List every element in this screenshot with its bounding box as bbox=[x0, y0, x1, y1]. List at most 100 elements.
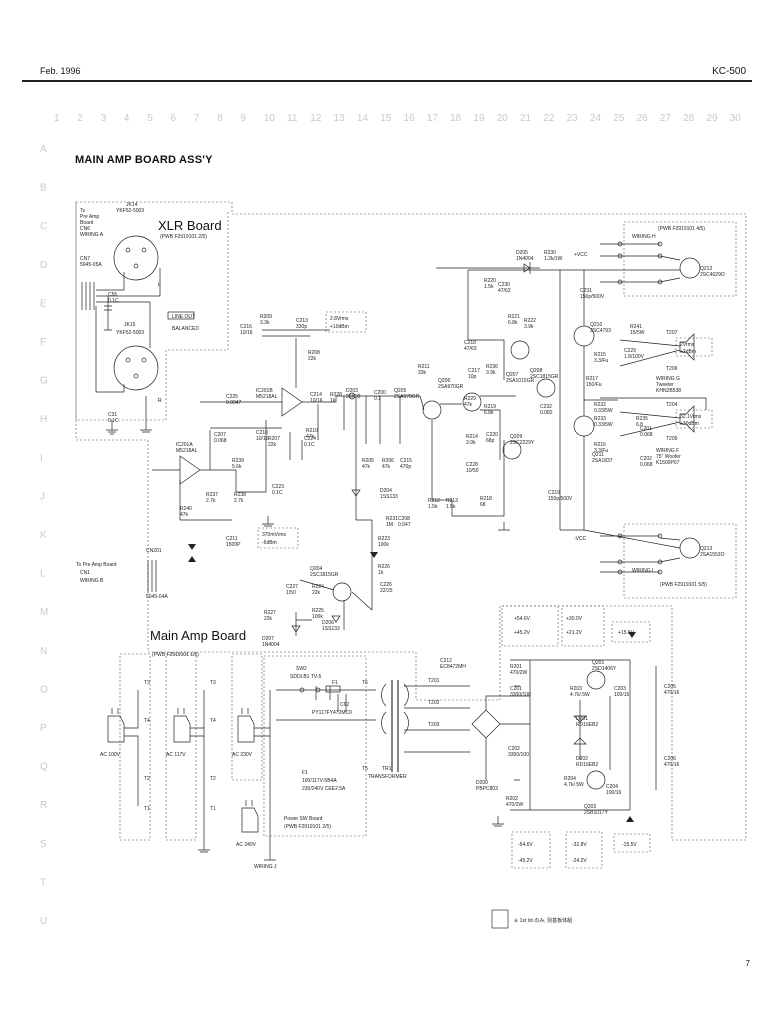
board-outlines bbox=[75, 201, 747, 869]
component-ref: C210 bbox=[256, 430, 268, 436]
component-value: 2SD1406Y bbox=[592, 666, 617, 672]
component-value: 0.33/5W bbox=[594, 408, 613, 414]
grid-col-18: 18 bbox=[450, 113, 462, 124]
component-ref: R220 bbox=[484, 278, 496, 284]
component-ref: C202 bbox=[640, 456, 652, 462]
terminal-t2-a: T2 bbox=[144, 776, 150, 782]
level-10dbm: +10dBm bbox=[330, 324, 349, 330]
component-ref: C213 bbox=[296, 318, 308, 324]
component-ref: C204 bbox=[606, 784, 618, 790]
vcc-minus-label: -VCC bbox=[574, 536, 587, 542]
grid-col-3: 3 bbox=[101, 113, 107, 124]
component-ref: C208 bbox=[398, 516, 410, 522]
component-ref: C219 bbox=[548, 490, 560, 496]
component-value: 47k bbox=[464, 402, 473, 408]
component-ref: R204 bbox=[564, 776, 576, 782]
woofer-level-vrms: 32.1Vrms bbox=[680, 414, 702, 420]
f1-ref: F1 bbox=[332, 680, 338, 686]
grid-col-6: 6 bbox=[171, 113, 177, 124]
component-value: 1500P bbox=[226, 542, 241, 548]
component-value: 0.082 bbox=[540, 410, 553, 416]
component-ref: Q212 bbox=[700, 266, 712, 272]
cn7-part: 5045-05A bbox=[80, 262, 102, 268]
grid-col-29: 29 bbox=[706, 113, 718, 124]
component-ref: R215 bbox=[594, 352, 606, 358]
grid-col-10: 10 bbox=[264, 113, 276, 124]
component-value: 470/16 bbox=[664, 762, 680, 768]
component-value: 0.1C bbox=[304, 442, 315, 448]
grid-row-J: J bbox=[40, 491, 45, 502]
grid-col-17: 17 bbox=[427, 113, 439, 124]
wiring bbox=[81, 235, 707, 861]
grid-row-U: U bbox=[40, 916, 47, 927]
component-ref: R206 bbox=[382, 458, 394, 464]
tr1-type: TRANSFORMER bbox=[368, 774, 407, 780]
component-value: 100k bbox=[312, 614, 323, 620]
component-value: 4.7k/.5W bbox=[564, 782, 584, 788]
component-value: 0.068 bbox=[214, 438, 227, 444]
component-value: 0.068 bbox=[640, 462, 653, 468]
component-value: 1.5k bbox=[428, 504, 438, 510]
c31-val: 0.1C bbox=[108, 418, 119, 424]
c55-val: 0.1C bbox=[108, 298, 119, 304]
component-ref: C201 bbox=[640, 426, 652, 432]
component-ref: Q207 bbox=[506, 372, 518, 378]
grid-row-T: T bbox=[40, 877, 46, 888]
component-ref: C228 bbox=[466, 462, 478, 468]
component-ref: Q210 bbox=[590, 322, 602, 328]
component-ref: C226 bbox=[380, 582, 392, 588]
component-value: RD16EB2 bbox=[576, 762, 598, 768]
grid-col-22: 22 bbox=[543, 113, 555, 124]
cn201-ref: CN201 bbox=[146, 548, 162, 554]
grid-row-R: R bbox=[40, 800, 47, 811]
component-value: 25K30 bbox=[346, 394, 361, 400]
component-ref: C216 bbox=[240, 324, 252, 330]
component-ref: R241 bbox=[630, 324, 642, 330]
component-value: 0.1 bbox=[374, 396, 381, 402]
volt-neg-24-2: -24.2V bbox=[572, 858, 587, 864]
component-value: 150/Fu bbox=[586, 382, 602, 388]
grid-col-23: 23 bbox=[567, 113, 579, 124]
to-pre-amp-line-1: To bbox=[80, 208, 86, 214]
component-value: M5218AL bbox=[256, 394, 278, 400]
component-value: 6.8k bbox=[508, 320, 518, 326]
power-sw-board-pwb: (PWB F2919101 2/5) bbox=[284, 824, 331, 830]
component-value: 5.6k bbox=[232, 464, 242, 470]
sw2-part: SDDLB1 TV-5 bbox=[290, 674, 322, 680]
component-ref: Q208 bbox=[530, 368, 542, 374]
component-value: 2SC1815GR bbox=[310, 572, 339, 578]
component-ref: C231 bbox=[580, 288, 592, 294]
component-value: EC8472MH bbox=[440, 664, 466, 670]
grid-col-20: 20 bbox=[497, 113, 509, 124]
header-model: KC-500 bbox=[712, 66, 746, 77]
component-value: PBPC803 bbox=[476, 786, 498, 792]
component-value: 150p/500V bbox=[580, 294, 605, 300]
grid-row-C: C bbox=[40, 221, 47, 232]
component-ref: Q202 bbox=[584, 804, 596, 810]
component-ref: IC201A bbox=[176, 442, 193, 448]
xlr-labels: To Pre Amp Board CN6 WIRING A JK14 YKF52… bbox=[80, 202, 199, 424]
level-6dbm: -6dBm bbox=[262, 540, 277, 546]
component-ref: R225 bbox=[312, 608, 324, 614]
component-value: 2SA970GR bbox=[438, 384, 464, 390]
terminal-t1-a: T1 bbox=[144, 806, 150, 812]
component-ref: R212 bbox=[428, 498, 440, 504]
legend: ※ 1st lot のみ, 別基板体組 bbox=[491, 909, 572, 929]
component-ref: R203 bbox=[570, 686, 582, 692]
ac-100v-label: AC 100V bbox=[100, 752, 121, 758]
component-value: 6.8 bbox=[636, 422, 643, 428]
to-pre-amp-b-line-3: WIRING B bbox=[80, 578, 104, 584]
component-value: 100/16 bbox=[614, 692, 630, 698]
component-value: 47/63 bbox=[464, 346, 477, 352]
grid-row-L: L bbox=[40, 569, 46, 580]
component-value: 33k bbox=[418, 370, 427, 376]
page-title: MAIN AMP BOARD ASS'Y bbox=[75, 154, 213, 166]
grid-col-30: 30 bbox=[730, 113, 742, 124]
grid-row-Q: Q bbox=[40, 762, 48, 773]
component-ref: Q205 bbox=[394, 388, 406, 394]
component-ref: R229 bbox=[464, 396, 476, 402]
jk14-ref: JK14 bbox=[126, 202, 138, 208]
terminal-t207: T207 bbox=[666, 330, 678, 336]
volt-pos-54-6: +54.6V bbox=[514, 616, 531, 622]
